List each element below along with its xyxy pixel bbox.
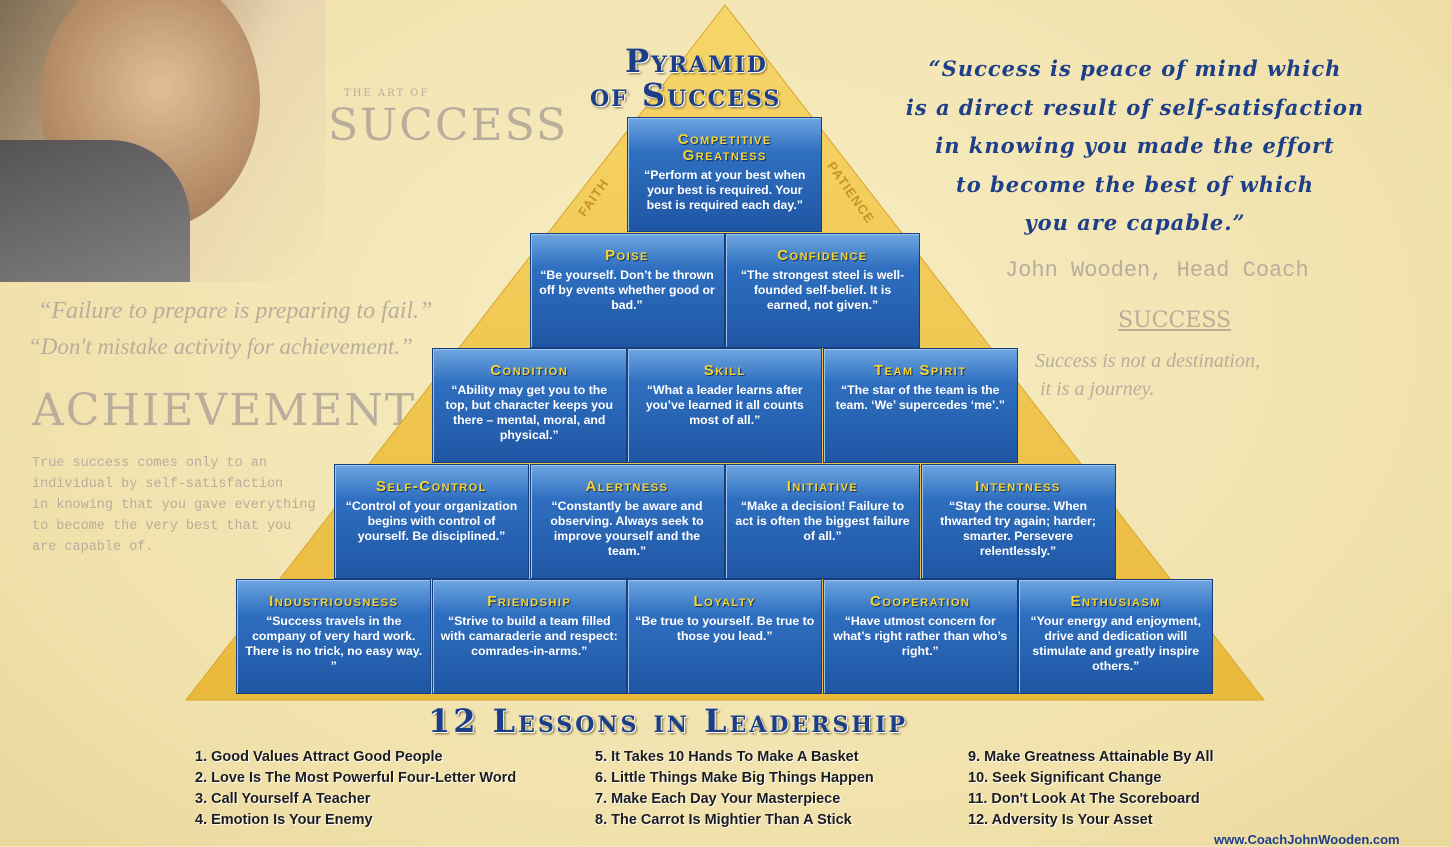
block-title: Team Spirit (874, 362, 967, 379)
coach-photo (0, 0, 325, 282)
lesson-item: 11. Don't Look At The Scoreboard (968, 791, 1200, 807)
title-line-1: Pyramid (625, 42, 768, 80)
lesson-item: 6. Little Things Make Big Things Happen (595, 770, 874, 786)
block-quote: “What a leader learns after you’ve learn… (645, 383, 804, 427)
pyramid-block-enthusiasm: Enthusiasm “Your energy and enjoyment, dr… (1018, 579, 1214, 694)
quote-line: is a direct result of self-satisfaction (905, 94, 1365, 120)
block-quote: “Control of your organization begins wit… (345, 498, 518, 543)
block-quote: “Ability may get you to the top, but cha… (445, 383, 613, 442)
block-title: Self-Control (375, 477, 488, 495)
lessons-column-1: 1. Good Values Attract Good People 2. Lov… (195, 747, 516, 831)
typed-paragraph: True success comes only to an individual… (32, 453, 316, 558)
block-title: Alertness (585, 477, 669, 495)
pyramid-block-intentness: Intentness “Stay the course. When thwarte… (920, 463, 1116, 579)
signature-line: John Wooden, Head Coach (1005, 258, 1309, 283)
pyramid-block-condition: Condition “Ability may get you to the top… (431, 348, 627, 463)
quote-line: you are capable.” (1024, 210, 1246, 235)
block-title: Friendship (487, 593, 572, 610)
lesson-item: 2. Love Is The Most Powerful Four-Letter… (195, 770, 517, 786)
quote-line: “Success is peace of mind which (928, 56, 1342, 81)
pyramid-block-friendship: Friendship “Strive to build a team filled… (431, 579, 627, 694)
lesson-item: 9. Make Greatness Attainable By All (968, 749, 1214, 765)
pyramid-block-initiative: Initiative “Make a decision! Failure to a… (725, 463, 920, 579)
block-title: Skill (703, 362, 746, 379)
pyramid-block-team-spirit: Team Spirit “The star of the team is the … (822, 348, 1018, 463)
pyramid-block-skill: Skill “What a leader learns after you’ve … (627, 348, 823, 463)
typed-line: individual by self-satisfaction (32, 477, 284, 492)
block-quote: “Perform at your best when your best is … (644, 168, 806, 212)
typed-line: are capable of. (32, 540, 154, 555)
pyramid-block-competitive-greatness: Competitive Greatness “Perform at your be… (627, 117, 823, 232)
lesson-item: 12. Adversity Is Your Asset (968, 812, 1153, 828)
success-heading: SUCCESS (1118, 308, 1232, 333)
block-quote: “Make a decision! Failure to act is ofte… (735, 498, 910, 543)
block-title: Intentness (975, 477, 1061, 495)
block-quote: “Strive to build a team filled with cama… (440, 614, 618, 658)
block-quote: “Constantly be aware and observing. Alwa… (550, 498, 704, 558)
block-quote: “Have utmost concern for what’s right ra… (833, 614, 1008, 658)
lessons-column-2: 5. It Takes 10 Hands To Make A Basket 6. … (595, 747, 874, 831)
block-quote: “Success travels in the company of very … (245, 614, 423, 673)
pyramid-block-cooperation: Cooperation “Have utmost concern for what… (822, 579, 1018, 694)
block-quote: “Be true to yourself. Be true to those y… (635, 614, 815, 643)
handwritten-quote-1: “Failure to prepare is preparing to fail… (38, 298, 433, 324)
quote-line: to become the best of which (956, 171, 1314, 197)
typed-line: in knowing that you gave everything (32, 498, 316, 513)
handwritten-quote-3: Success is not a destination, (1035, 350, 1260, 372)
lesson-item: 10. Seek Significant Change (968, 770, 1162, 786)
achievement-word: ACHIEVEMENT (32, 385, 417, 436)
block-quote: “Stay the course. When thwarted try agai… (940, 498, 1096, 558)
block-title: Initiative (786, 477, 859, 495)
block-title: Competitive Greatness (677, 131, 772, 164)
lesson-item: 3. Call Yourself A Teacher (195, 791, 371, 807)
lessons-column-3: 9. Make Greatness Attainable By All 10. S… (968, 747, 1214, 831)
block-quote: “Your energy and enjoyment, drive and de… (1030, 614, 1202, 673)
block-quote: “The strongest steel is well-founded sel… (740, 267, 905, 312)
success-word: SUCCESS (328, 100, 569, 151)
block-quote: “The star of the team is the team. ‘We’ … (835, 383, 1005, 412)
block-title: Industriousness (269, 593, 399, 610)
lesson-item: 5. It Takes 10 Hands To Make A Basket (595, 749, 859, 765)
quote-line: in knowing you made the effort (935, 133, 1335, 158)
title-line-2: of Success (590, 76, 782, 114)
pyramid-block-confidence: Confidence “The strongest steel is well-f… (725, 232, 920, 348)
pyramid-block-poise: Poise “Be yourself. Don’t be thrown off b… (529, 232, 725, 348)
block-title: Confidence (777, 246, 868, 264)
handwritten-quote-4: it is a journey. (1040, 378, 1155, 400)
lesson-item: 7. Make Each Day Your Masterpiece (595, 791, 841, 807)
typed-line: to become the very best that you (32, 519, 292, 534)
typed-line: True success comes only to an (32, 456, 267, 471)
lesson-item: 4. Emotion Is Your Enemy (195, 812, 373, 828)
lessons-title: 12 Lessons in Leadership (428, 702, 909, 740)
block-title: Cooperation (870, 593, 971, 610)
wooden-quote: “Success is peace of mind which is a dir… (880, 50, 1390, 243)
pyramid-block-alertness: Alertness “Constantly be aware and observ… (529, 463, 725, 579)
block-title: Enthusiasm (1070, 593, 1161, 610)
block-quote: “Be yourself. Don’t be thrown off by eve… (539, 267, 715, 312)
block-title: Poise (605, 246, 649, 264)
pyramid-block-industriousness: Industriousness “Success travels in the c… (236, 579, 432, 694)
block-title: Loyalty (693, 593, 756, 610)
handwritten-quote-2: “Don't mistake activity for achievement.… (28, 334, 413, 359)
pyramid-block-loyalty: Loyalty “Be true to yourself. Be true to … (627, 579, 823, 694)
art-of-label: THE ART OF (344, 88, 430, 99)
website-link[interactable]: www.CoachJohnWooden.com (1214, 832, 1400, 847)
block-title: Condition (490, 362, 569, 379)
lesson-item: 8. The Carrot Is Mightier Than A Stick (595, 812, 852, 828)
pyramid-block-self-control: Self-Control “Control of your organizatio… (334, 463, 529, 579)
lesson-item: 1. Good Values Attract Good People (195, 749, 443, 765)
